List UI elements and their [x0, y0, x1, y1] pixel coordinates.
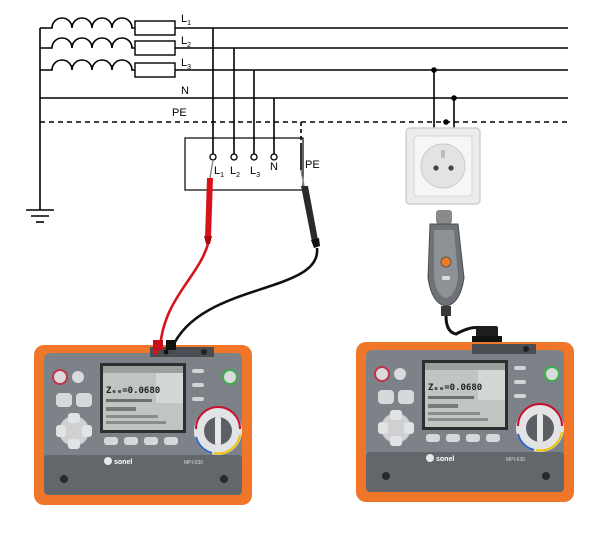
model-label: MPI-530 — [506, 457, 525, 463]
red-probe — [204, 159, 214, 244]
wall-socket — [405, 127, 481, 205]
terminal-l1 — [209, 153, 217, 161]
supply-source — [39, 17, 135, 210]
red-lead — [158, 243, 210, 349]
label-l3: L3 — [181, 57, 191, 71]
screen-value: Zₑₑ=0.0680 — [428, 383, 482, 393]
fuse-l1 — [134, 20, 176, 36]
meter-left: Zₑₑ=0.0680 sonel MPI-530 — [34, 345, 252, 505]
label-n: N — [181, 85, 189, 97]
terminal-n — [270, 153, 278, 161]
fuses — [134, 20, 176, 78]
terminal-l3 — [250, 153, 258, 161]
terminal-label-l1: L1 — [214, 165, 224, 179]
fuse-l2 — [134, 40, 176, 56]
label-l1: L1 — [181, 13, 191, 27]
black-lead — [170, 247, 319, 349]
label-pe: PE — [172, 107, 187, 119]
fuse-l3 — [134, 62, 176, 78]
terminal-label-pe: PE — [305, 159, 320, 171]
screen-value: Zₑₑ=0.0680 — [106, 386, 160, 396]
terminal-drops — [212, 28, 302, 170]
terminal-label-l3: L3 — [250, 165, 260, 179]
model-label: MPI-530 — [184, 460, 203, 466]
terminal-label-n: N — [270, 161, 278, 173]
terminal-box — [184, 137, 304, 191]
ground-icon — [26, 209, 54, 223]
black-probe — [300, 169, 320, 248]
label-l2: L2 — [181, 35, 191, 49]
socket-drops — [431, 67, 457, 128]
lead-connectors — [153, 340, 176, 350]
brand-logo: sonel — [436, 456, 454, 463]
meter-right: Zₑₑ=0.0680 sonel MPI-530 — [356, 342, 574, 502]
plug-adapter — [427, 210, 465, 316]
adapter-button-icon — [440, 256, 452, 268]
distribution-lines — [40, 27, 568, 123]
terminals — [209, 153, 278, 161]
terminal-label-l2: L2 — [230, 165, 240, 179]
terminal-l2 — [230, 153, 238, 161]
brand-logo: sonel — [114, 459, 132, 466]
